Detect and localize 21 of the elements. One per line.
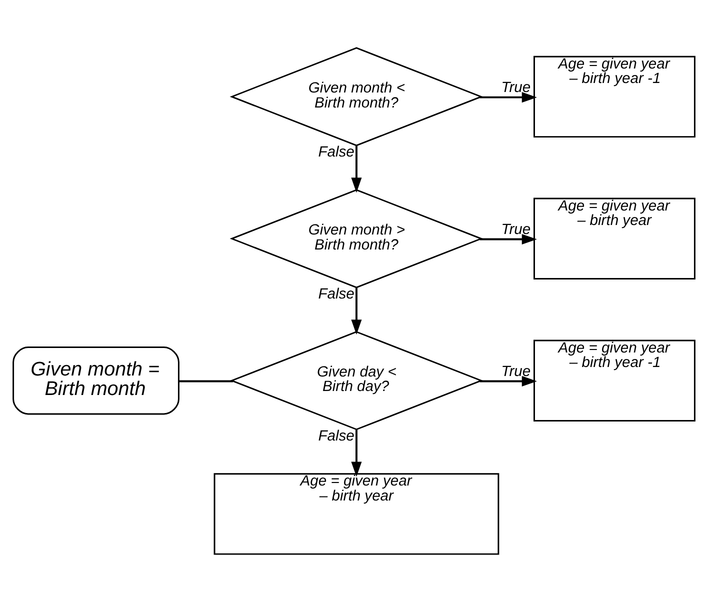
node-diamond: Given month > Birth month? <box>230 188 484 288</box>
node-box: Age = given year – birth year <box>214 472 500 554</box>
node-box: Age = given year – birth year -1 <box>534 339 696 421</box>
arrow <box>480 92 537 102</box>
arrow <box>480 375 537 386</box>
connector <box>178 380 233 382</box>
arrow <box>480 234 537 244</box>
node-box: Age = given year – birth year <box>534 197 696 280</box>
edge-label: True <box>501 79 531 96</box>
arrow <box>351 287 362 334</box>
node-box: Given month = Birth month <box>12 346 180 414</box>
edge-label: False <box>318 286 354 302</box>
node-diamond: Given day < Birth day? <box>230 330 484 430</box>
node-diamond: Given month < Birth month? <box>230 46 484 146</box>
edge-label: True <box>501 221 531 238</box>
arrow <box>351 145 362 192</box>
edge-label: True <box>501 363 531 380</box>
edge-label: False <box>318 144 354 160</box>
arrow <box>351 429 362 476</box>
node-box: Age = given year – birth year -1 <box>534 55 696 138</box>
edge-label: False <box>318 428 354 444</box>
